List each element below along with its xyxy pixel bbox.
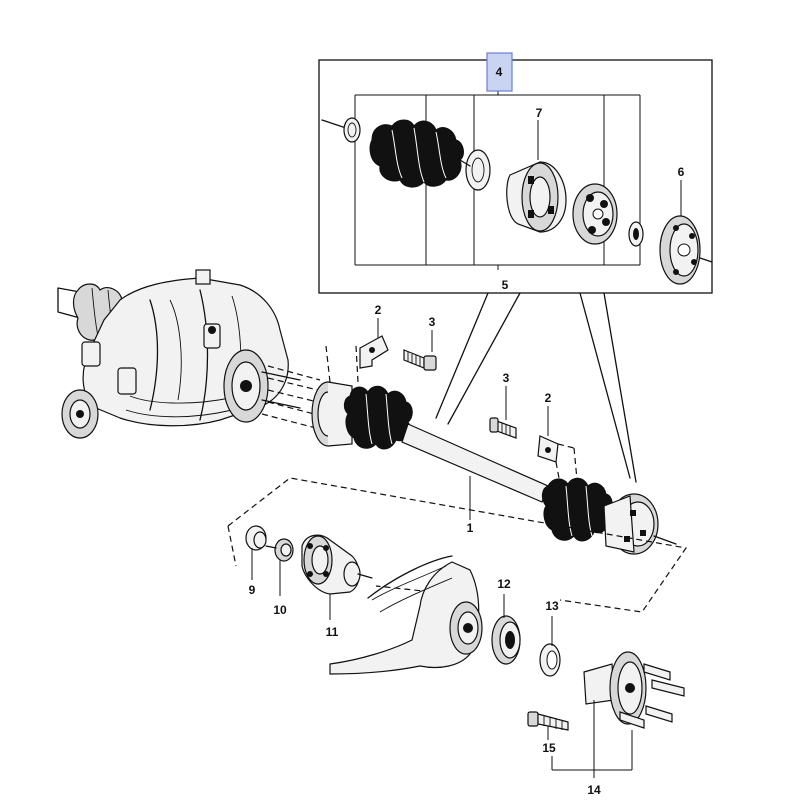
part-15-bolt: 15 (527, 711, 569, 755)
label-9: 9 (249, 583, 256, 597)
label-15: 15 (542, 741, 556, 755)
part-10-nut: 10 (265, 538, 294, 617)
part-9-washer: 9 (245, 525, 267, 597)
alignment-dashes-inner (261, 345, 359, 429)
inner-bracket-and-bolt: 2 3 (359, 303, 437, 371)
inset-bracket (354, 88, 641, 270)
label-3b: 3 (503, 371, 510, 385)
part-12-bearing: 12 (491, 577, 521, 665)
trailing-arm (329, 555, 483, 675)
label-4-highlight: 4 (486, 52, 513, 92)
inset-clamp-ring-right (459, 149, 491, 191)
label-1: 1 (467, 521, 474, 535)
inset-flange: 6 (659, 165, 713, 285)
label-4: 4 (496, 65, 503, 79)
label-3a: 3 (429, 315, 436, 329)
drive-shaft: 1 (311, 381, 677, 555)
label-2a: 2 (375, 303, 382, 317)
label-11: 11 (326, 625, 339, 639)
differential-housing (57, 269, 301, 439)
inset-retainer (628, 221, 644, 247)
part-11-hub: 11 (301, 534, 373, 639)
part-14-drive-flange (583, 651, 685, 770)
label-7: 7 (536, 106, 543, 120)
inset-clamp-ring-left (321, 117, 361, 143)
inset-inner-hub (572, 183, 618, 245)
inset-bearing-cage: 7 (506, 106, 567, 233)
label-2b: 2 (545, 391, 552, 405)
label-6: 6 (678, 165, 685, 179)
alignment-dashes-outer (555, 443, 579, 495)
bracket-14: 14 (551, 730, 633, 797)
inset-boot (369, 119, 464, 188)
part-13-circlip: 13 (539, 599, 561, 677)
label-13: 13 (545, 599, 559, 613)
label-14: 14 (587, 783, 601, 797)
label-5: 5 (502, 278, 509, 292)
label-10: 10 (273, 603, 287, 617)
outer-bracket-and-bolt: 3 2 (489, 371, 559, 463)
label-12: 12 (497, 577, 511, 591)
